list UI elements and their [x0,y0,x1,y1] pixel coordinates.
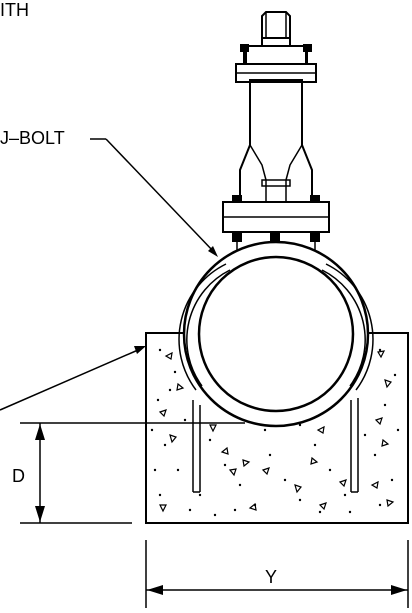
top-left-text-fragment: ITH [0,0,29,20]
dimension-depth: D [12,422,245,524]
dimension-width: Y [145,540,409,608]
dimension-d-label: D [12,466,25,486]
gate-valve [222,11,330,250]
j-bolt-callout: J–BOLT [0,128,218,257]
j-bolt-label: J–BOLT [0,128,65,148]
j-bolt-rods [192,398,359,493]
dimension-y-label: Y [265,567,277,587]
concrete-callout-leader [0,346,146,411]
concrete-aggregate-texture [150,348,400,517]
